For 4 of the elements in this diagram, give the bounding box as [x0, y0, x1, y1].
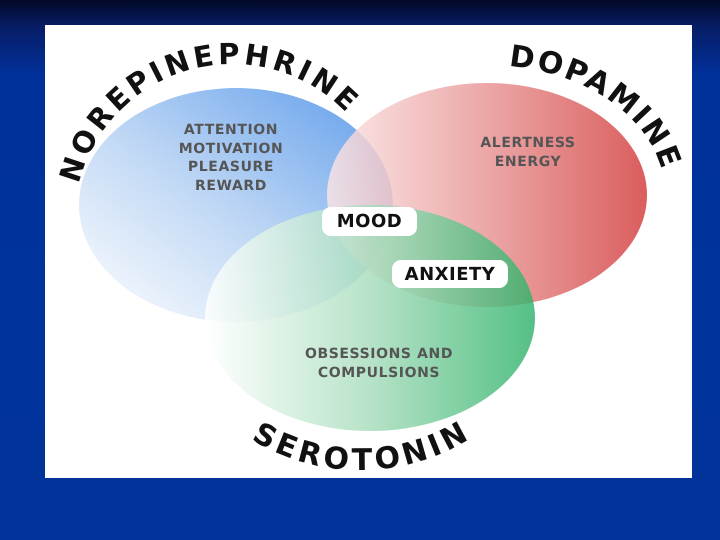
region-text: OBSESSIONS AND COMPULSIONS — [304, 345, 454, 382]
overlap-label: ANXIETY — [392, 260, 508, 288]
curved-title: SEROTONIN — [246, 416, 474, 478]
overlap-label: MOOD — [322, 207, 417, 236]
